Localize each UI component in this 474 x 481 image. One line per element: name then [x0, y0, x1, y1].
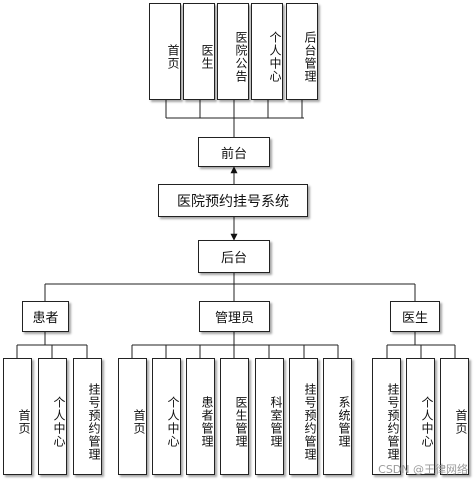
front-module-home: 首页	[149, 3, 181, 100]
front-module-personal-center: 个人中心	[251, 3, 283, 100]
role-patient: 患者	[22, 301, 69, 332]
admin-module-home: 首页	[118, 358, 147, 475]
frontend-node: 前台	[198, 137, 270, 167]
front-module-doctor: 医生	[183, 3, 215, 100]
role-admin: 管理员	[199, 301, 270, 332]
patient-module-appointment-management: 挂号预约管理	[73, 358, 102, 475]
admin-module-personal-center: 个人中心	[152, 358, 181, 475]
admin-module-department-management: 科室管理	[255, 358, 284, 475]
front-module-announcement: 医院公告	[217, 3, 249, 100]
system-node: 医院预约挂号系统	[158, 184, 308, 217]
doctor-module-home: 首页	[440, 358, 469, 475]
role-doctor: 医生	[390, 301, 440, 332]
front-module-backend-admin: 后台管理	[286, 3, 318, 100]
patient-module-home: 首页	[3, 358, 32, 475]
doctor-module-personal-center: 个人中心	[406, 358, 435, 475]
watermark-text: CSDN @王律网络	[378, 463, 468, 476]
doctor-module-appointment-management: 挂号预约管理	[372, 358, 401, 475]
admin-module-system-management: 系统管理	[323, 358, 352, 475]
admin-module-patient-management: 患者管理	[186, 358, 215, 475]
admin-module-doctor-management: 医生管理	[220, 358, 249, 475]
backend-node: 后台	[198, 240, 270, 273]
admin-module-appointment-management: 挂号预约管理	[289, 358, 318, 475]
patient-module-personal-center: 个人中心	[38, 358, 67, 475]
